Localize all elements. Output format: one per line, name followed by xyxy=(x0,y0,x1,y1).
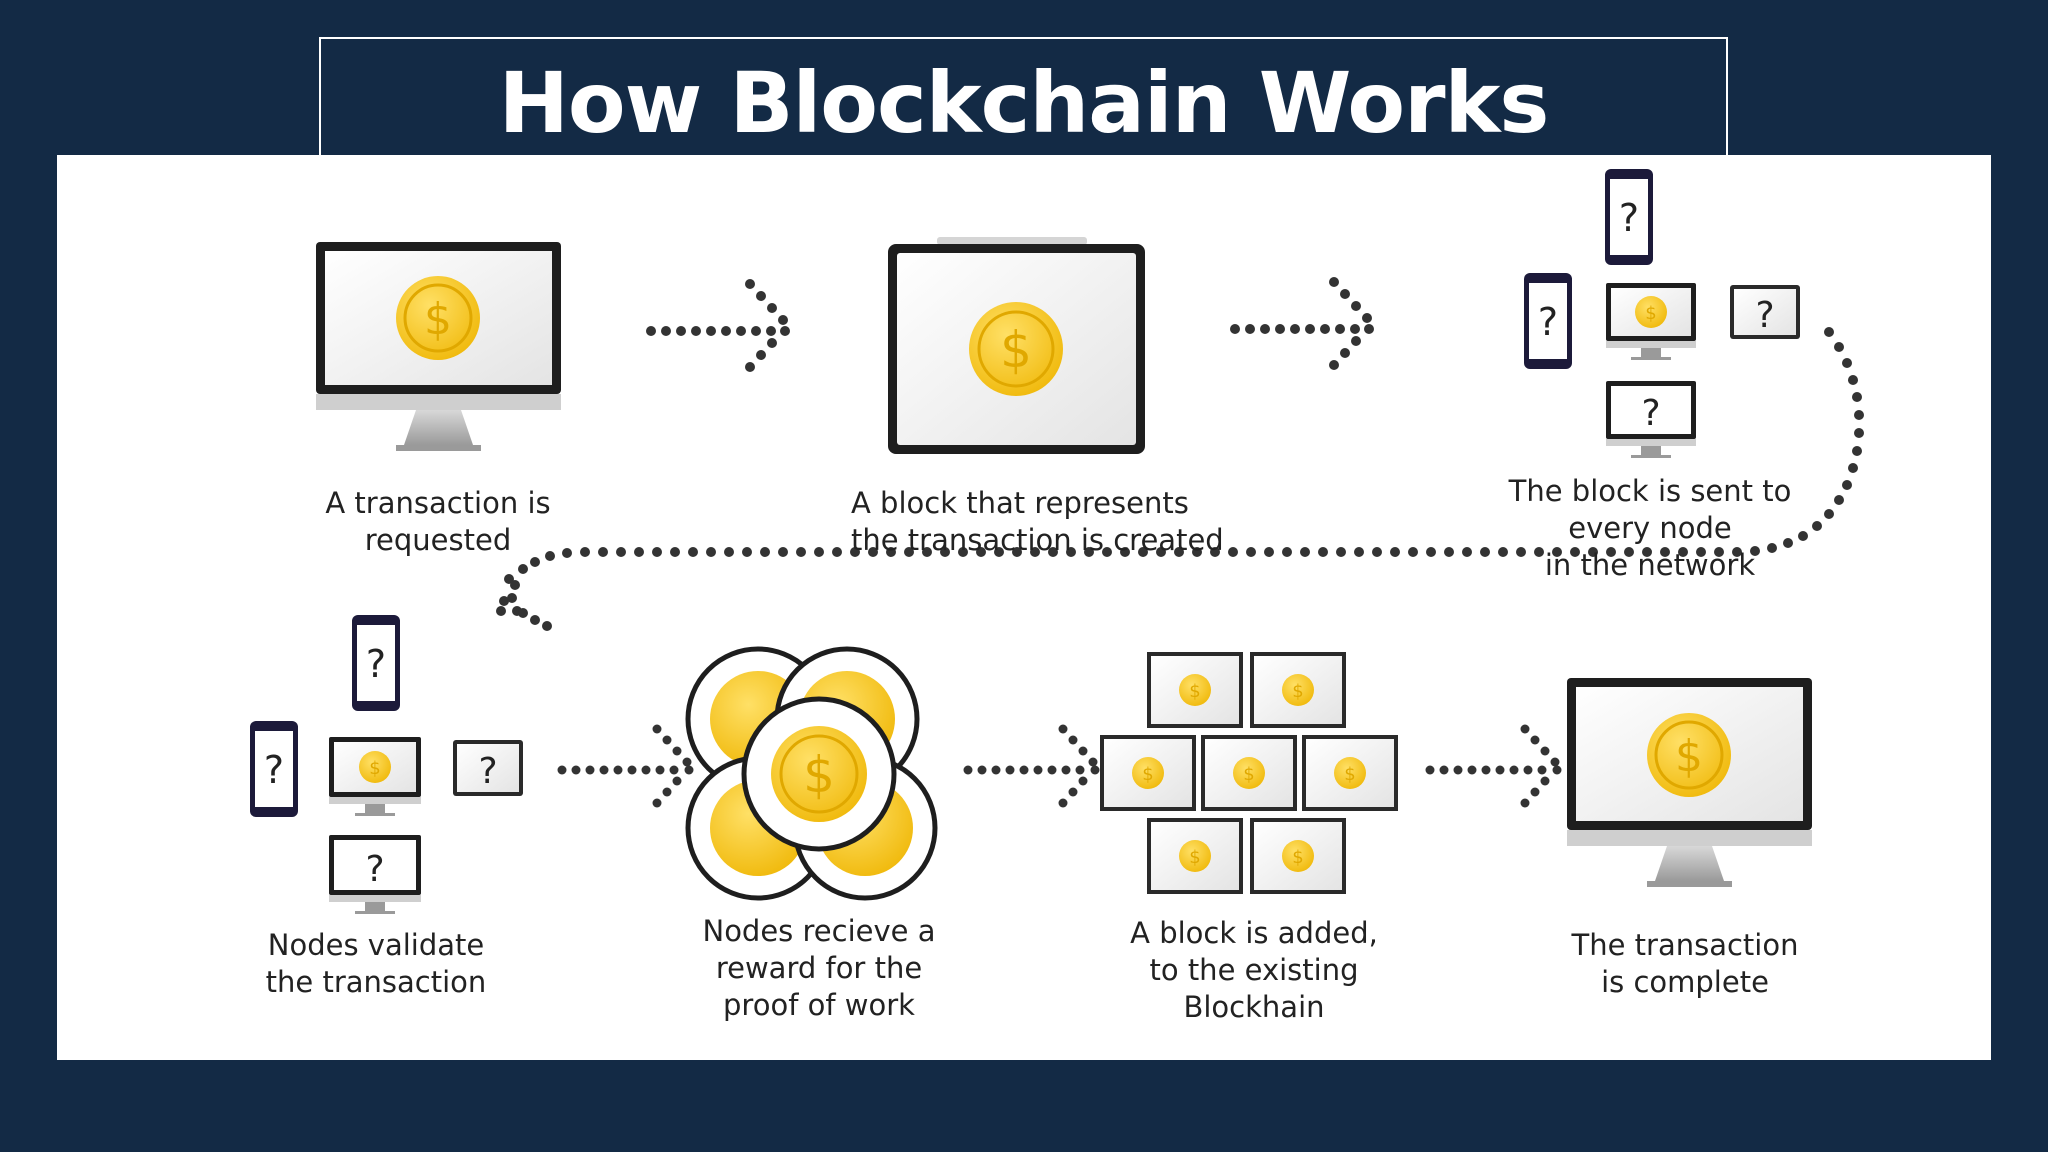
blockchain-flow-diagram: $ $ xyxy=(250,169,1864,914)
block-icon: $ xyxy=(1302,735,1398,811)
diagram-panel: $ $ xyxy=(57,155,1991,1060)
step-6-caption: A block is added, to the existing Blockh… xyxy=(1114,915,1394,1026)
coin-symbol: $ xyxy=(1243,764,1254,785)
caption-line: in the network xyxy=(1544,548,1756,582)
arrow-step-3-to-4 xyxy=(496,327,1864,631)
caption-line: is complete xyxy=(1601,965,1769,999)
caption-line: A block that represents xyxy=(851,486,1189,520)
step-7-caption: The transaction is complete xyxy=(1545,927,1825,1001)
phone-icon: ? xyxy=(250,721,298,817)
arrow-step-5-to-6 xyxy=(963,724,1100,808)
monitor-coin-icon: $ xyxy=(329,737,421,816)
step-1-desktop-coin-icon: $ xyxy=(316,242,561,451)
question-mark-icon: ? xyxy=(264,748,284,792)
coin-symbol: $ xyxy=(424,294,452,345)
step-4-caption: Nodes validate the transaction xyxy=(236,927,516,1001)
coin-symbol: $ xyxy=(1000,321,1032,379)
coin-symbol: $ xyxy=(1344,764,1355,785)
step-2-tablet-coin-icon: $ xyxy=(888,237,1145,454)
question-mark-icon: ? xyxy=(1619,196,1639,240)
step-3-caption: The block is sent to every node in the n… xyxy=(1500,473,1800,584)
phone-icon: ? xyxy=(1524,273,1572,369)
caption-line: proof of work xyxy=(723,988,915,1022)
arrow-step-4-to-5 xyxy=(557,724,694,808)
step-5-caption: Nodes recieve a reward for the proof of … xyxy=(679,913,959,1024)
tablet-icon: ? xyxy=(1730,285,1800,339)
question-mark-icon: ? xyxy=(365,849,384,890)
coin-icon: $ xyxy=(969,302,1063,396)
step-3-network-nodes-icon: ? ? $ ? xyxy=(1524,169,1800,458)
caption-line: A transaction is xyxy=(325,486,551,520)
caption-line: Nodes validate xyxy=(267,928,485,962)
coin-symbol: $ xyxy=(1675,731,1703,782)
caption-line: requested xyxy=(364,523,512,557)
caption-line: the transaction xyxy=(265,965,487,999)
center-coin-icon: $ xyxy=(741,696,897,852)
coin-icon: $ xyxy=(396,276,480,360)
question-mark-icon: ? xyxy=(366,642,386,686)
coin-symbol: $ xyxy=(1189,681,1200,702)
coin-symbol: $ xyxy=(369,758,380,779)
coin-icon: $ xyxy=(1647,713,1731,797)
monitor-coin-icon: $ xyxy=(1606,283,1696,360)
caption-line: Nodes recieve a xyxy=(702,914,936,948)
block-icon: $ xyxy=(1100,735,1196,811)
step-5-reward-coins-icon: $ xyxy=(685,646,938,901)
step-6-block-grid-icon: $ $ $ $ xyxy=(1100,652,1398,894)
step-2-caption: A block that represents the transaction … xyxy=(851,485,1224,559)
coin-symbol: $ xyxy=(803,746,835,804)
block-icon: $ xyxy=(1147,652,1243,728)
block-icon: $ xyxy=(1250,818,1346,894)
question-mark-icon: ? xyxy=(1538,300,1558,344)
arrow-step-6-to-7 xyxy=(1425,724,1562,808)
step-1-caption: A transaction is requested xyxy=(288,485,588,559)
block-icon: $ xyxy=(1147,818,1243,894)
caption-line: A block is added, xyxy=(1130,916,1378,950)
coin-symbol: $ xyxy=(1292,847,1303,868)
question-mark-icon: ? xyxy=(478,751,497,792)
tablet-icon: ? xyxy=(453,740,523,796)
coin-symbol: $ xyxy=(1645,303,1656,324)
coin-symbol: $ xyxy=(1292,681,1303,702)
question-mark-icon: ? xyxy=(1755,295,1774,336)
step-7-desktop-coin-icon: $ xyxy=(1567,678,1812,887)
caption-line: Blockhain xyxy=(1183,990,1325,1024)
caption-line: to the existing xyxy=(1149,953,1359,987)
block-icon: $ xyxy=(1250,652,1346,728)
monitor-icon: ? xyxy=(329,835,421,914)
phone-icon: ? xyxy=(352,615,400,711)
phone-icon: ? xyxy=(1605,169,1653,265)
caption-line: every node xyxy=(1568,511,1732,545)
coin-symbol: $ xyxy=(1142,764,1153,785)
question-mark-icon: ? xyxy=(1641,393,1660,434)
page-title: How Blockchain Works xyxy=(498,54,1550,152)
monitor-icon: ? xyxy=(1606,381,1696,458)
caption-line: reward for the xyxy=(715,951,923,985)
title-frame: How Blockchain Works xyxy=(319,37,1728,156)
block-icon: $ xyxy=(1201,735,1297,811)
caption-line: The transaction xyxy=(1571,928,1799,962)
coin-symbol: $ xyxy=(1189,847,1200,868)
arrow-step-2-to-3 xyxy=(1230,277,1374,370)
caption-line: The block is sent to xyxy=(1508,474,1792,508)
step-4-validating-nodes-icon: ? ? $ ? xyxy=(250,615,523,914)
caption-line: the transaction is created xyxy=(851,523,1224,557)
arrow-step-1-to-2 xyxy=(646,279,790,372)
